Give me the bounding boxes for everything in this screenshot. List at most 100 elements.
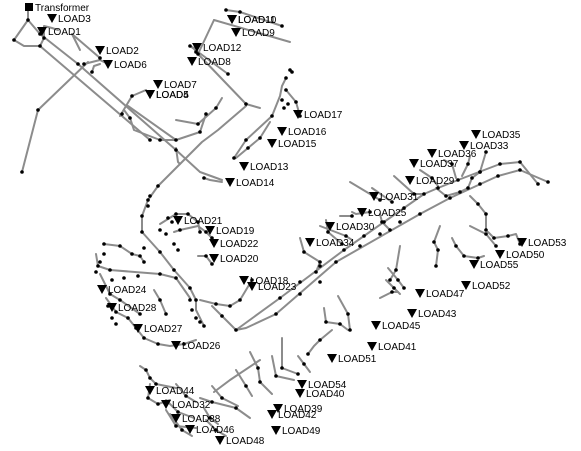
bus-node xyxy=(158,298,162,302)
load-triangle-icon xyxy=(185,425,195,434)
load-triangle-icon xyxy=(517,238,527,247)
bus-node xyxy=(174,276,178,280)
load-load15: LOAD15 xyxy=(267,139,317,150)
load-label: LOAD6 xyxy=(114,60,147,71)
load-triangle-icon xyxy=(325,222,335,231)
bus-node xyxy=(204,230,208,234)
load-triangle-icon xyxy=(173,216,183,225)
bus-node xyxy=(110,316,114,320)
load-triangle-icon xyxy=(247,282,257,291)
load-triangle-icon xyxy=(215,436,225,445)
transformer-icon xyxy=(25,3,33,11)
feeder-segment xyxy=(95,253,191,299)
bus-node xyxy=(190,308,194,312)
bus-node xyxy=(186,212,190,216)
bus-node xyxy=(224,8,228,12)
load-load47: LOAD47 xyxy=(415,289,465,300)
load-triangle-icon xyxy=(145,90,155,99)
load-triangle-icon xyxy=(427,149,437,158)
load-load40: LOAD40 xyxy=(295,389,345,400)
load-load44: LOAD44 xyxy=(145,386,195,397)
bus-node xyxy=(156,402,160,406)
bus-node xyxy=(214,302,218,306)
load-triangle-icon xyxy=(239,162,249,171)
bus-node xyxy=(324,320,328,324)
load-label: LOAD11 xyxy=(238,15,276,26)
bus-node xyxy=(282,106,286,110)
load-label: LOAD5 xyxy=(156,90,189,101)
bus-node xyxy=(258,136,262,140)
load-triangle-icon xyxy=(37,27,47,36)
load-triangle-icon xyxy=(227,15,237,24)
load-label: LOAD26 xyxy=(182,341,221,352)
load-load16: LOAD16 xyxy=(277,127,327,138)
load-triangle-icon xyxy=(297,380,307,389)
bus-node xyxy=(348,328,352,332)
bus-node xyxy=(496,174,500,178)
load-load1: LOAD1 xyxy=(37,27,81,38)
bus-node xyxy=(412,192,416,196)
load-label: LOAD20 xyxy=(220,254,259,265)
bus-node xyxy=(284,76,288,80)
bus-node xyxy=(274,312,278,316)
bus-node xyxy=(114,310,118,314)
bus-node xyxy=(484,232,488,236)
feeder-segment xyxy=(469,195,487,231)
feeder-segment xyxy=(451,237,485,259)
load-label: LOAD46 xyxy=(196,425,235,436)
load-load26: LOAD26 xyxy=(171,341,221,352)
bus-node xyxy=(184,394,188,398)
load-triangle-icon xyxy=(495,250,505,259)
bus-node xyxy=(108,268,112,272)
bus-node xyxy=(156,184,160,188)
bus-node xyxy=(318,280,322,284)
bus-node xyxy=(128,116,132,120)
bus-node xyxy=(434,264,438,268)
bus-node xyxy=(314,270,318,274)
bus-node xyxy=(138,312,142,316)
load-label: LOAD36 xyxy=(438,149,477,160)
load-label: LOAD10 xyxy=(238,15,277,26)
bus-node xyxy=(498,162,502,166)
load-label: LOAD24 xyxy=(108,285,147,296)
bus-node xyxy=(326,230,330,234)
load-label: LOAD42 xyxy=(278,410,317,421)
bus-node xyxy=(396,278,400,282)
load-load46: LOAD46 xyxy=(185,425,235,436)
bus-node xyxy=(368,210,372,214)
bus-node xyxy=(484,228,488,232)
bus-node xyxy=(226,72,230,76)
bus-node xyxy=(202,324,206,328)
feeder-segment xyxy=(199,397,251,419)
load-label: LOAD35 xyxy=(482,130,521,141)
bus-nodes xyxy=(12,8,550,432)
bus-node xyxy=(148,138,152,142)
load-label: LOAD23 xyxy=(258,282,297,293)
bus-node xyxy=(318,264,322,268)
bus-node xyxy=(492,236,496,240)
feeder-lines xyxy=(13,9,549,437)
feeder-segment xyxy=(307,329,333,355)
bus-node xyxy=(478,170,482,174)
bus-node xyxy=(180,428,184,432)
bus-node xyxy=(110,278,114,282)
load-load51: LOAD51 xyxy=(327,354,377,365)
load-load21: LOAD21 xyxy=(173,216,223,227)
bus-node xyxy=(270,114,274,118)
bus-node xyxy=(156,342,160,346)
load-triangle-icon xyxy=(205,226,215,235)
bus-node xyxy=(290,70,294,74)
load-triangle-icon xyxy=(305,238,315,247)
feeder-segment xyxy=(235,161,539,331)
bus-node xyxy=(82,62,86,66)
bus-node xyxy=(188,298,192,302)
load-load17: LOAD17 xyxy=(293,110,343,121)
feeder-segment xyxy=(213,19,291,43)
bus-node xyxy=(362,234,366,238)
load-load34: LOAD34 xyxy=(305,238,355,249)
bus-node xyxy=(394,268,398,272)
bus-node xyxy=(390,290,394,294)
load-triangle-icon xyxy=(231,28,241,37)
feeder-segment xyxy=(233,77,287,159)
